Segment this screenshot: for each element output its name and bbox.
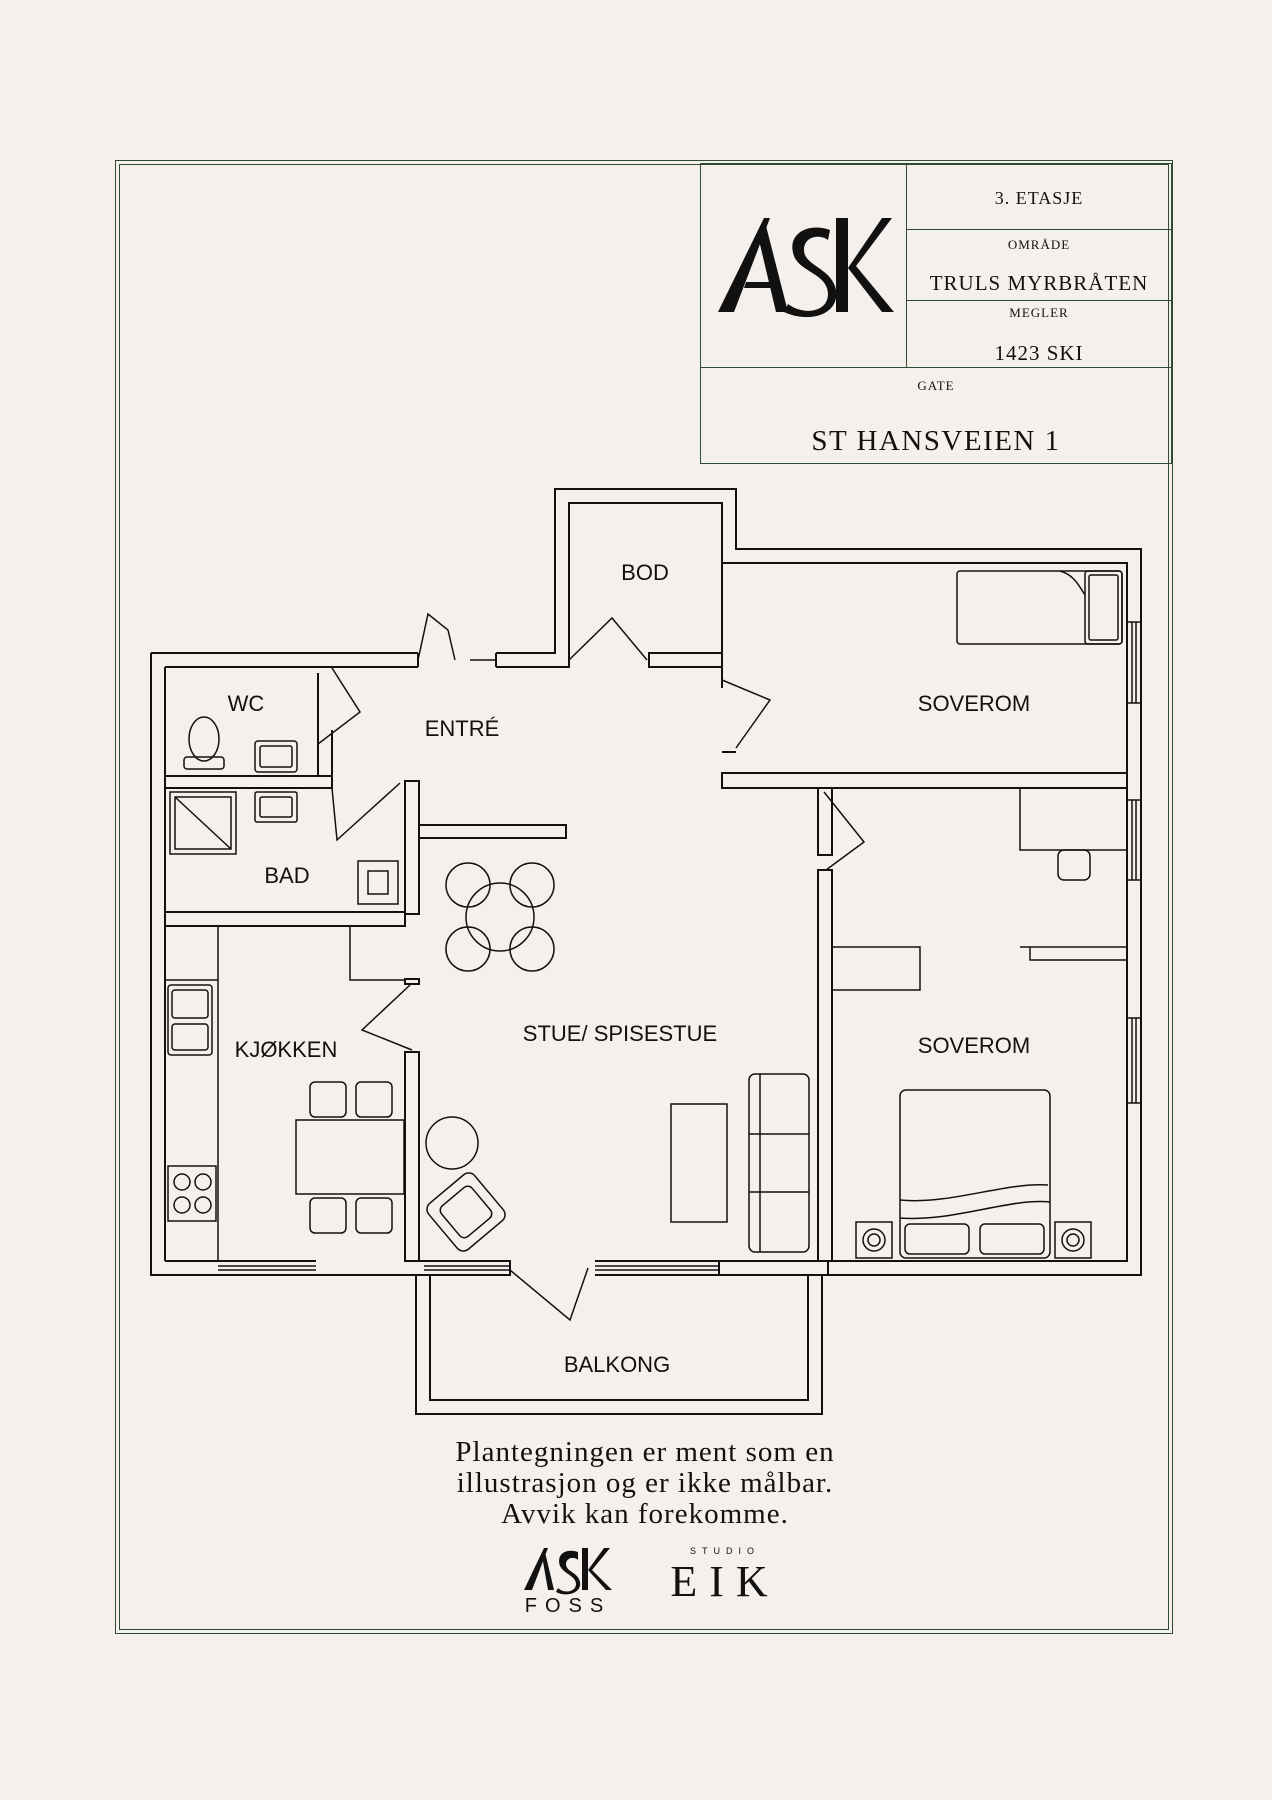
street-label: GATE — [917, 378, 955, 393]
studio-small-label: STUDIO — [689, 1546, 760, 1556]
ask-foss-sub: FOSS — [525, 1595, 611, 1616]
broker-label: MEGLER — [1009, 305, 1069, 320]
balcony — [415, 1275, 823, 1415]
page-frame — [115, 160, 1173, 1634]
exterior-walls — [150, 488, 1142, 1276]
room-label-soverom-bottom: SOVEROM — [918, 1033, 1030, 1058]
room-label-entre: ENTRÉ — [425, 716, 500, 741]
street-name: ST HANSVEIEN 1 — [811, 425, 1061, 457]
postal-code: 1423 SKI — [994, 341, 1084, 365]
furniture — [165, 570, 1128, 1261]
disclaimer: Plantegningen er ment som en illustrasjo… — [380, 1437, 910, 1530]
ask-logo — [718, 218, 894, 318]
room-label-kjokken: KJØKKEN — [235, 1037, 338, 1062]
disclaimer-line-1: Plantegningen er ment som en — [455, 1436, 835, 1468]
room-label-soverom-top: SOVEROM — [918, 691, 1030, 716]
room-label-stue: STUE/ SPISESTUE — [523, 1021, 717, 1046]
floor-label: 3. ETASJE — [994, 188, 1084, 208]
title-block-street-cell — [700, 367, 1172, 464]
disclaimer-line-2: illustrasjon og er ikke målbar. — [456, 1467, 834, 1499]
doors — [317, 612, 866, 1322]
room-label-balkong: BALKONG — [564, 1352, 670, 1377]
disclaimer-line-3: Avvik kan forekomme. — [501, 1498, 789, 1530]
windows — [218, 621, 1142, 1271]
page-frame-inner — [119, 164, 1169, 1630]
studio-eik-logo: EIK — [670, 1557, 780, 1606]
area-label: OMRÅDE — [1007, 237, 1071, 252]
room-label-wc: WC — [228, 691, 265, 716]
room-label-bod: BOD — [621, 560, 669, 585]
room-label-bad: BAD — [264, 863, 309, 888]
interior-walls — [164, 673, 1128, 1262]
ask-foss-logo: FOSS — [524, 1548, 612, 1616]
broker-name: TRULS MYRBRÅTEN — [929, 271, 1149, 295]
